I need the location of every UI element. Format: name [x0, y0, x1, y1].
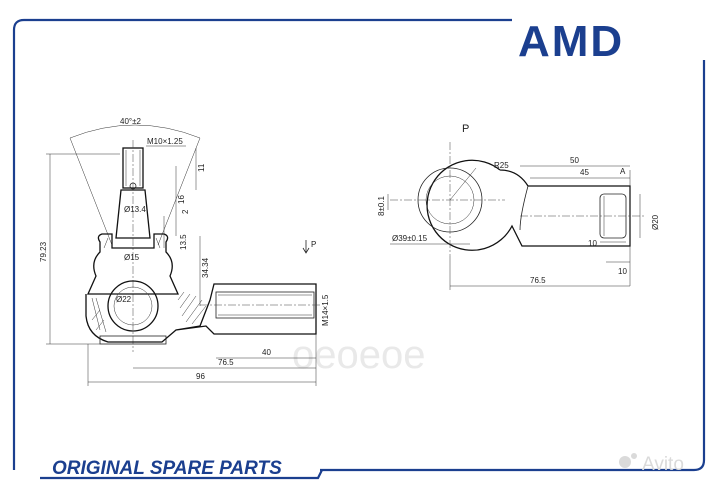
dia-22: Ø22 — [116, 295, 132, 304]
dim-8: 8±0.1 — [377, 195, 386, 216]
top-view: P R25 50 45 A 8±0.1 Ø39±0.15 Ø20 10 10 — [377, 123, 660, 290]
dim-76-5: 76.5 — [218, 358, 234, 367]
avito-text: Avito — [642, 454, 684, 475]
avito-logo-icon-dot — [631, 453, 637, 459]
rubber-boot — [86, 233, 180, 295]
brand-logo: AMD — [518, 17, 624, 66]
dim-40: 40 — [262, 348, 271, 357]
dim-16: 16 — [177, 195, 186, 204]
thread-side-label: M14×1.5 — [321, 294, 330, 326]
view-p-label: P — [311, 240, 316, 249]
housing-bottom-cap — [99, 335, 167, 345]
tagline: ORIGINAL SPARE PARTS — [52, 458, 282, 479]
dia-15: Ø15 — [124, 253, 140, 262]
section-hatch — [91, 291, 207, 331]
dim-11: 11 — [197, 163, 206, 172]
drawing-frame — [12, 18, 706, 472]
tagline-underline — [40, 469, 323, 480]
angle-arc — [69, 124, 201, 139]
watermark-center: oeoeoe — [292, 333, 425, 377]
dim-45: 45 — [580, 168, 589, 177]
dia-20: Ø20 — [651, 214, 660, 230]
dim-10-b: 10 — [618, 267, 627, 276]
dim-96: 96 — [196, 372, 205, 381]
dim-10-a: 10 — [588, 239, 597, 248]
dim-76-5-top: 76.5 — [530, 276, 546, 285]
dim-2: 2 — [181, 209, 190, 214]
dim-13-5: 13.5 — [179, 234, 188, 250]
avito-watermark: Avito — [619, 453, 684, 475]
avito-logo-icon — [619, 456, 631, 468]
end-cap — [599, 193, 627, 239]
dim-50: 50 — [570, 156, 579, 165]
eye-outline — [426, 159, 631, 251]
dia-39: Ø39±0.15 — [392, 234, 428, 243]
dia-13-4: Ø13.4 — [124, 205, 146, 214]
dim-79-23: 79.23 — [39, 241, 48, 262]
stud-taper — [115, 189, 151, 239]
side-view: 40°±2 M10×1.25 — [39, 117, 330, 386]
thread-top-label: M10×1.25 — [147, 137, 183, 146]
top-view-label-p: P — [462, 123, 469, 135]
dim-34-34: 34.34 — [201, 257, 210, 278]
angle-label: 40°±2 — [120, 117, 141, 126]
ball-stud — [107, 280, 159, 332]
radius-r25: R25 — [494, 161, 509, 170]
socket-housing — [85, 283, 317, 343]
section-a: A — [620, 167, 626, 176]
